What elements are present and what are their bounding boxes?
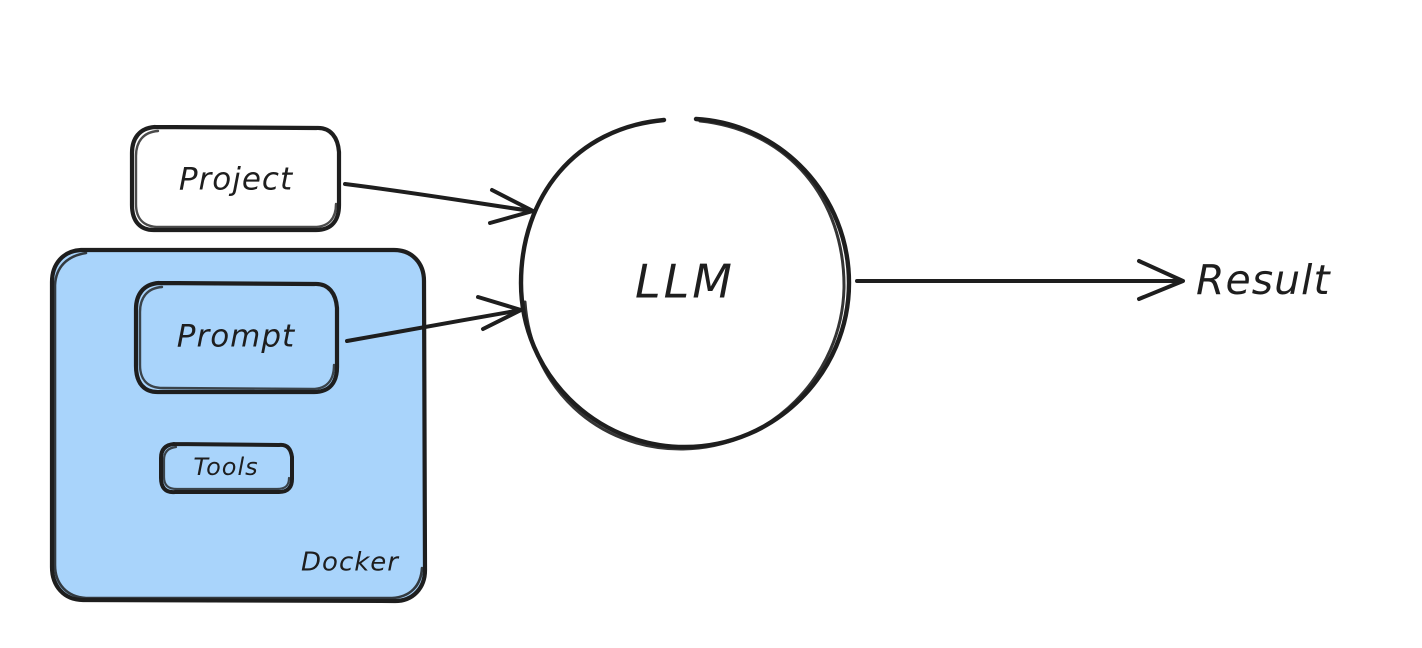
project-label: Project xyxy=(179,162,294,198)
edge-project-to-llm-line xyxy=(343,182,533,213)
tools-outline-1 xyxy=(159,442,294,495)
edge-prompt-to-llm xyxy=(345,295,523,343)
llm-outline-1 xyxy=(518,116,852,450)
prompt-outline-2 xyxy=(138,285,336,391)
llm-outline-2 xyxy=(523,119,846,451)
node-llm[interactable]: LLM xyxy=(518,116,852,451)
docker-outline-1 xyxy=(49,247,428,604)
tools-label: Tools xyxy=(193,453,258,481)
project-shape-fill xyxy=(132,127,339,230)
edge-prompt-to-llm-line xyxy=(345,308,523,343)
llm-label: LLM xyxy=(635,255,735,309)
project-outline-1 xyxy=(129,124,342,233)
prompt-outline-1 xyxy=(133,280,340,395)
edge-project-to-llm-arrowhead xyxy=(488,188,535,225)
edge-llm-to-result-arrowhead xyxy=(1137,259,1185,301)
node-prompt[interactable]: Prompt xyxy=(133,280,340,395)
llm-shape-fill xyxy=(521,119,849,447)
tools-outline-2 xyxy=(162,445,291,491)
tools-shape-fill xyxy=(161,444,292,492)
edge-llm-to-result xyxy=(855,259,1185,301)
docker-label: Docker xyxy=(301,548,400,578)
edge-project-to-llm xyxy=(343,182,535,225)
project-outline-2 xyxy=(134,129,338,229)
result-label: Result xyxy=(1196,256,1331,304)
edge-prompt-to-llm-arrowhead xyxy=(476,295,523,331)
node-project[interactable]: Project xyxy=(129,124,342,233)
node-tools[interactable]: Tools xyxy=(159,442,294,495)
prompt-label: Prompt xyxy=(177,319,296,355)
prompt-shape-fill xyxy=(136,283,337,392)
docker-outline-2 xyxy=(53,251,424,600)
